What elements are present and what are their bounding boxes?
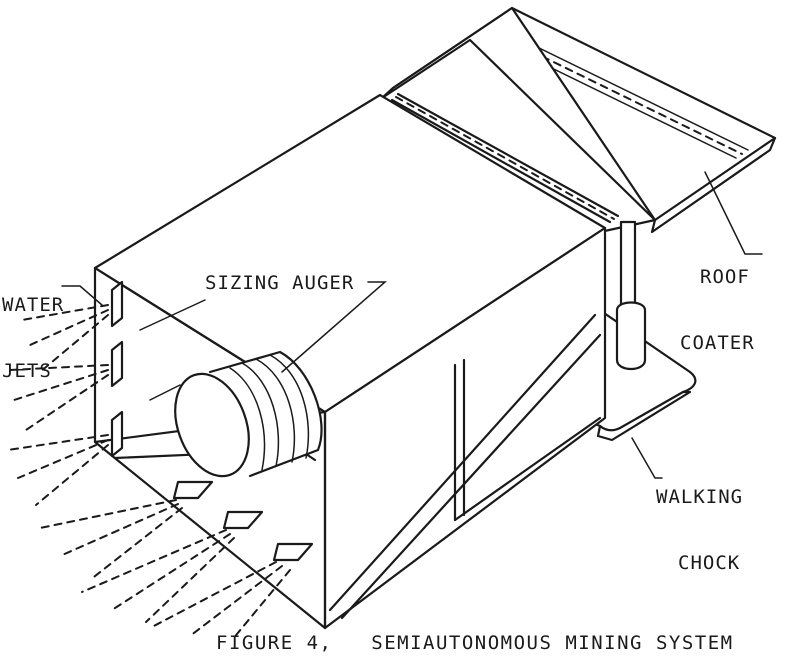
water-jets-label-line1: WATER bbox=[2, 294, 65, 316]
walking-chock-label-line2: CHOCK bbox=[678, 552, 741, 574]
nozzle-4 bbox=[172, 480, 214, 500]
nozzle-2 bbox=[110, 340, 124, 388]
roof-coater-label-line1: ROOF bbox=[700, 266, 750, 288]
nozzle-5 bbox=[222, 510, 264, 530]
water-spray bbox=[7, 304, 291, 641]
walking-chock-label: WALKING CHOCK bbox=[656, 442, 743, 596]
roof-coater-leader bbox=[704, 171, 763, 255]
nozzle-6 bbox=[272, 542, 314, 562]
figure-title: SEMIAUTONOMOUS MINING SYSTEM bbox=[371, 632, 734, 654]
water-jets-label-line2: JETS bbox=[2, 360, 52, 382]
water-jets-label: WATER JETS bbox=[2, 250, 64, 404]
nozzle-3 bbox=[110, 410, 124, 458]
chain-panel bbox=[380, 6, 657, 234]
figure-number: FIGURE 4, bbox=[216, 632, 333, 654]
roof-coater-label-line2: COATER bbox=[680, 332, 755, 354]
hydraulic-leg-rear bbox=[615, 220, 647, 371]
leader-lines bbox=[61, 171, 763, 479]
water-jet-nozzles bbox=[110, 280, 314, 562]
walking-chock-leader bbox=[631, 437, 663, 479]
water-jets-leader bbox=[61, 285, 103, 306]
figure-caption: FIGURE 4, SEMIAUTONOMOUS MINING SYSTEM bbox=[216, 632, 734, 654]
sizing-auger-leader bbox=[281, 281, 387, 373]
nozzle-1 bbox=[110, 280, 124, 328]
sizing-auger-label: SIZING AUGER bbox=[205, 272, 355, 294]
roof-coater-label: ROOF COATER bbox=[680, 222, 755, 376]
sizing-auger bbox=[174, 350, 323, 478]
walking-chock-label-line1: WALKING bbox=[656, 486, 744, 508]
